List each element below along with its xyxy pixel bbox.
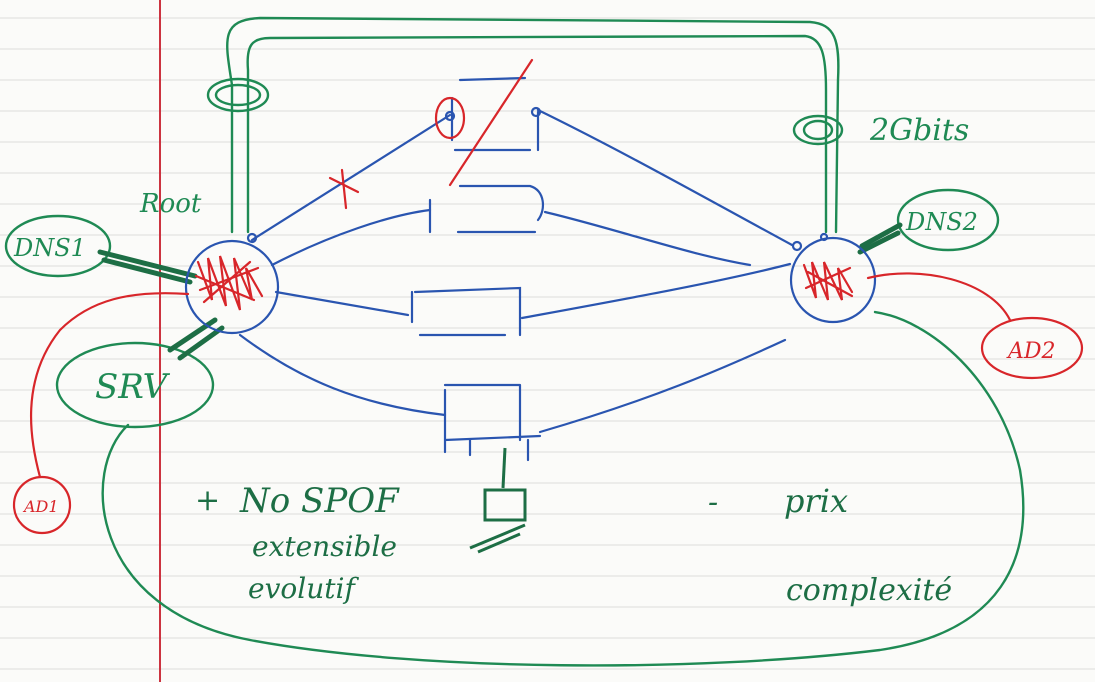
label-dns1: DNS1 <box>13 234 86 262</box>
bottom-loop <box>101 310 1025 667</box>
dns2-bubble <box>896 188 1000 252</box>
edge-switch-2 <box>428 184 545 234</box>
srv-bubble <box>55 341 215 429</box>
edge-switch-3 <box>410 286 522 337</box>
ad2-bubble <box>980 316 1084 380</box>
label-ad2: AD2 <box>1006 339 1056 364</box>
top-link-inner <box>246 34 828 234</box>
dns1-bubble <box>4 214 112 278</box>
pros-item-3: evolutif <box>248 572 359 605</box>
cons-item-2: complexité <box>786 573 952 608</box>
link-bundle-left <box>206 77 270 113</box>
label-ad1: AD1 <box>22 497 59 516</box>
core-switch-right <box>789 236 877 324</box>
top-link-outer <box>226 16 840 234</box>
cons-item-1: prix <box>784 482 848 520</box>
link-bundle-right <box>792 114 844 146</box>
edge-switch-4 <box>443 383 542 454</box>
edge-switch-1 <box>450 76 540 152</box>
label-srv: SRV <box>95 367 171 407</box>
pc-icon <box>469 447 527 554</box>
label-dns2: DNS2 <box>905 208 978 236</box>
crossed-link-icon <box>328 168 360 210</box>
ad1-bubble <box>12 475 72 535</box>
label-link-speed: 2Gbits <box>869 113 969 148</box>
core-switch-left <box>184 239 280 335</box>
pros-item-1: No SPOF <box>239 481 400 521</box>
pros-item-2: extensible <box>252 530 397 563</box>
core-left-scribble <box>194 255 264 311</box>
cons-sign: - <box>708 485 718 520</box>
label-root: Root <box>139 189 202 219</box>
core-right-scribble <box>802 261 854 301</box>
pros-sign: + <box>195 483 220 518</box>
